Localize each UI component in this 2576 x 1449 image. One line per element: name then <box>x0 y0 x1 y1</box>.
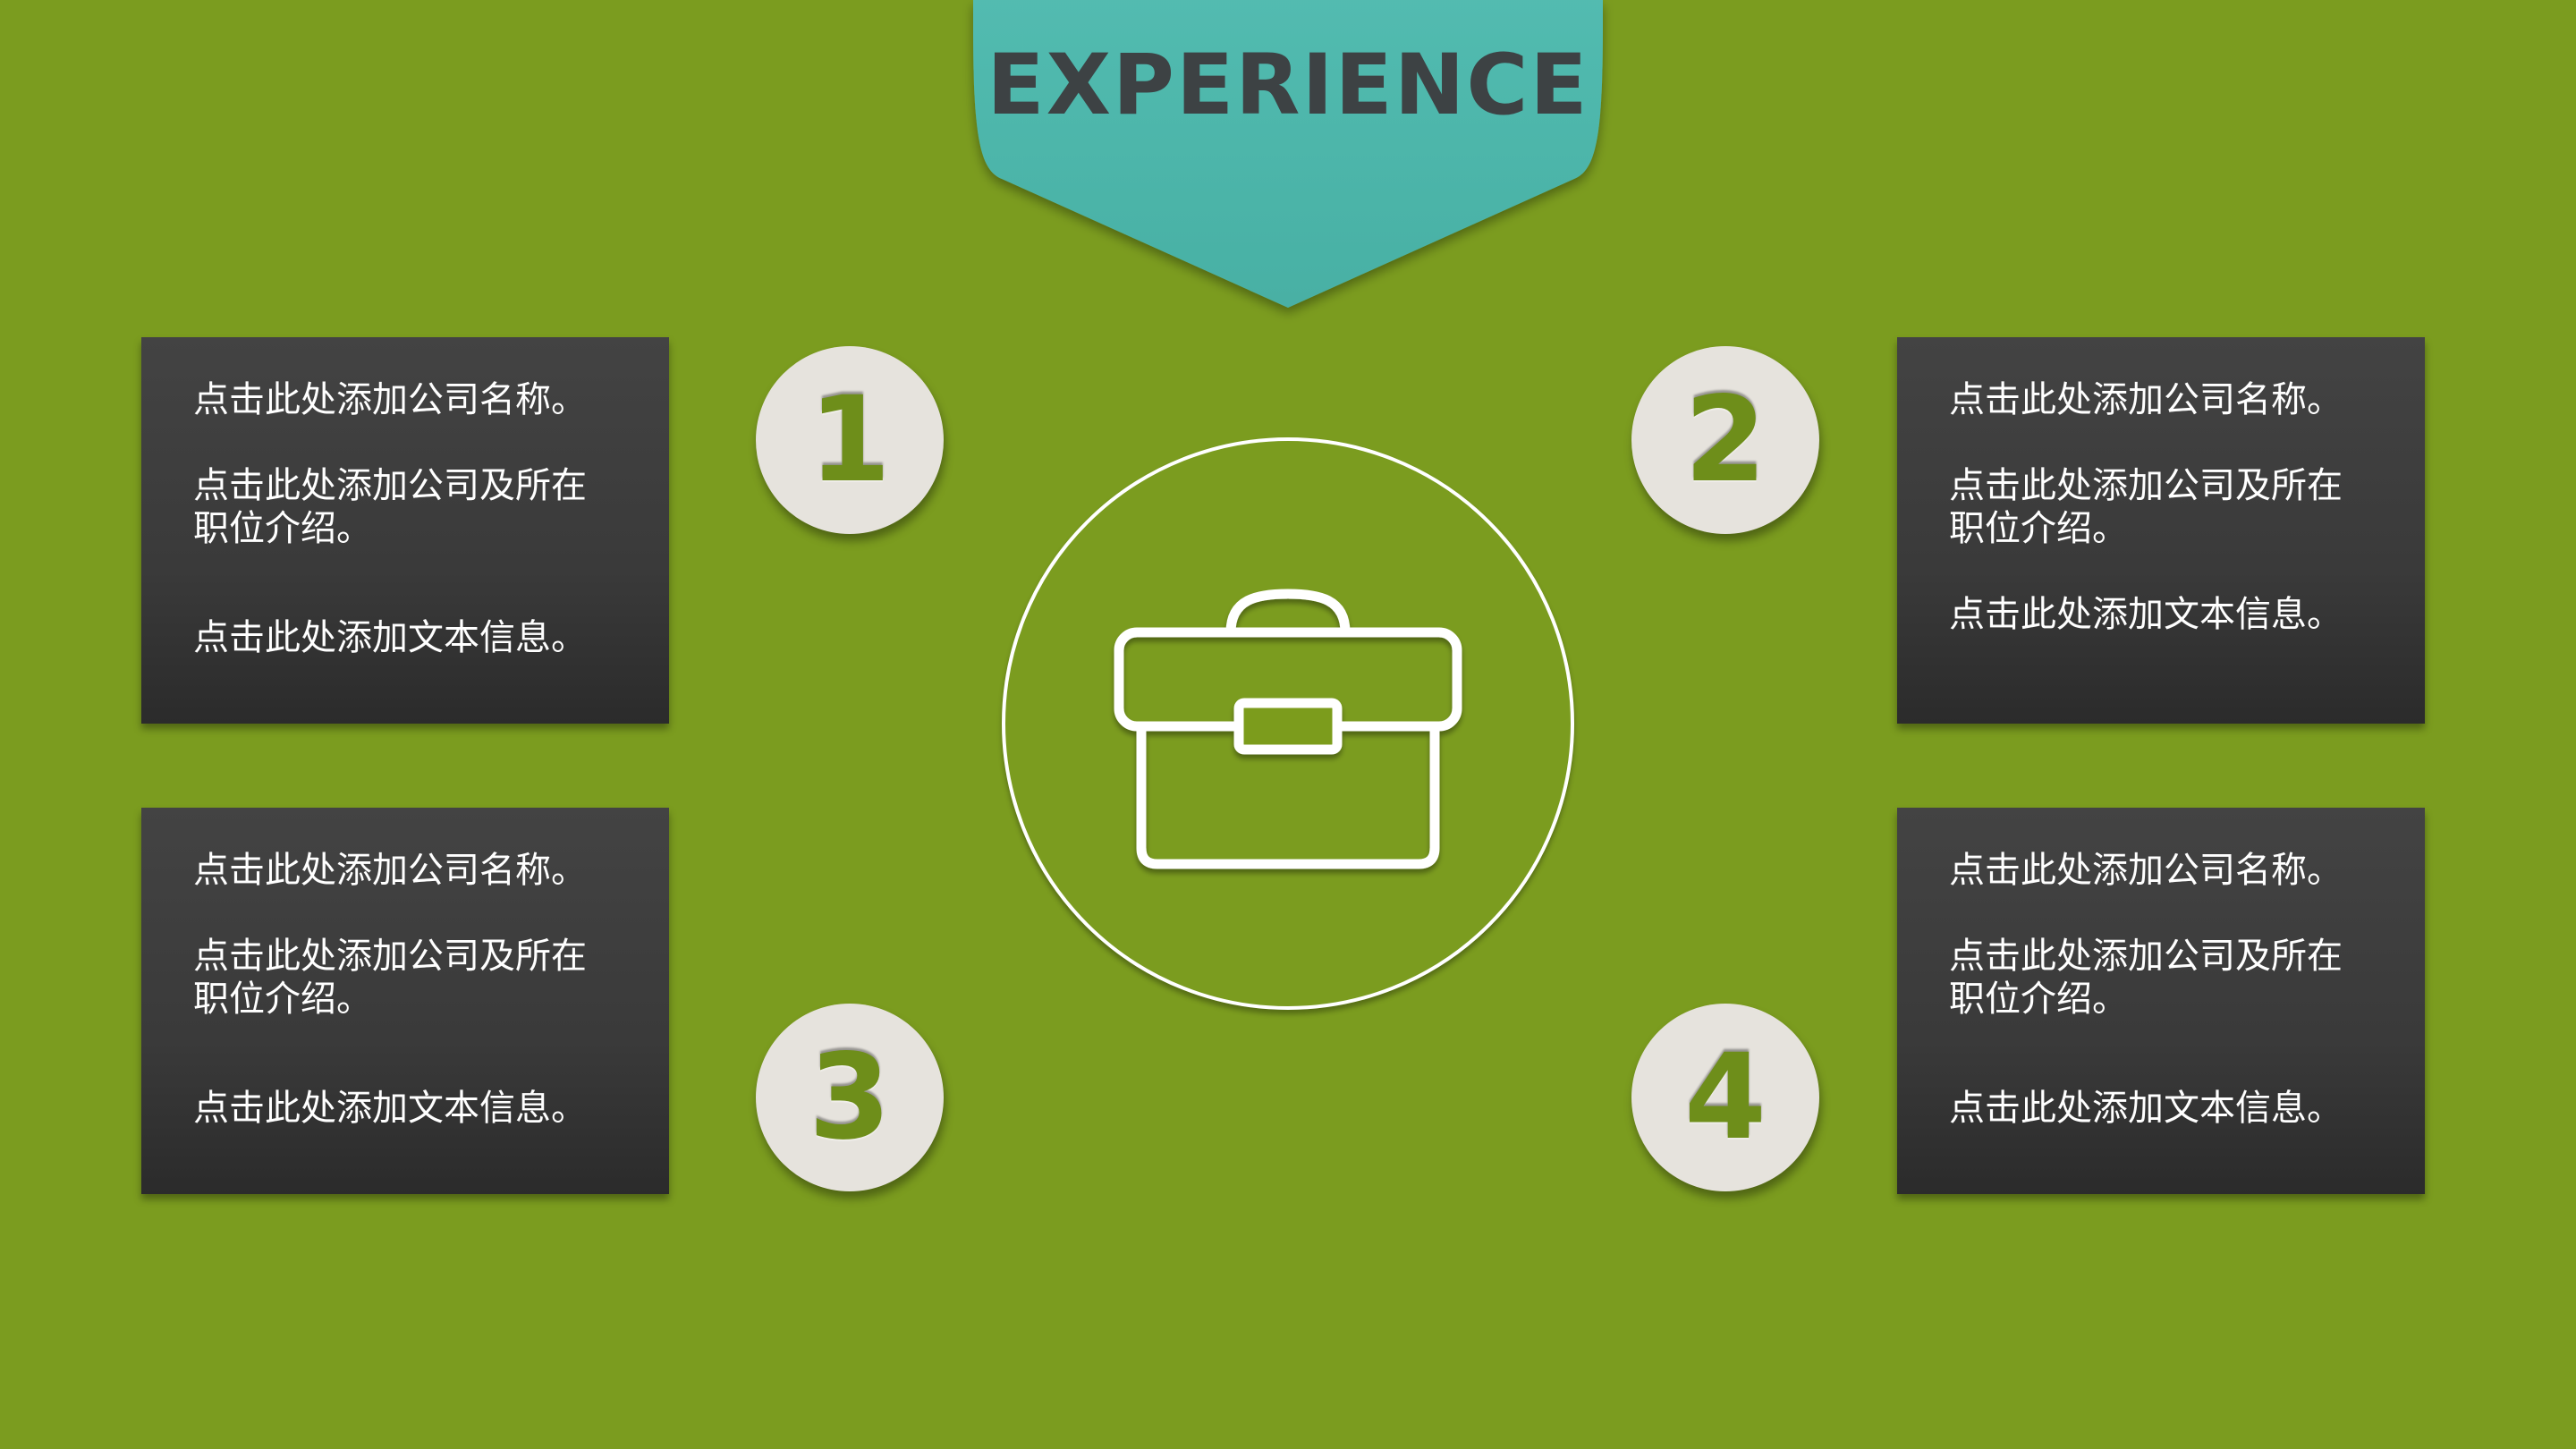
info-text[interactable]: 点击此处添加文本信息。 <box>1949 1088 2343 1129</box>
company-name-text[interactable]: 点击此处添加公司名称。 <box>193 379 587 420</box>
position-intro-text[interactable]: 点击此处添加公司及所在职位介绍。 <box>1949 465 2343 549</box>
number-badge-1: 1 <box>756 346 944 534</box>
briefcase-icon <box>1114 589 1462 869</box>
experience-card-1[interactable]: 点击此处添加公司名称。 点击此处添加公司及所在职位介绍。 点击此处添加文本信息。 <box>141 337 669 724</box>
company-name-text[interactable]: 点击此处添加公司名称。 <box>1949 379 2343 420</box>
page-title: EXPERIENCE <box>987 37 1589 134</box>
company-name-text[interactable]: 点击此处添加公司名称。 <box>193 850 587 891</box>
header-banner <box>973 0 1603 308</box>
number-badge-4: 4 <box>1631 1004 1819 1191</box>
company-name-text[interactable]: 点击此处添加公司名称。 <box>1949 850 2343 891</box>
position-intro-text[interactable]: 点击此处添加公司及所在职位介绍。 <box>193 465 587 549</box>
info-text[interactable]: 点击此处添加文本信息。 <box>1949 594 2343 635</box>
info-text[interactable]: 点击此处添加文本信息。 <box>193 617 587 658</box>
number-badge-2: 2 <box>1631 346 1819 534</box>
info-text[interactable]: 点击此处添加文本信息。 <box>193 1088 587 1129</box>
center-circle <box>1002 437 1574 1010</box>
number-badge-3: 3 <box>756 1004 944 1191</box>
experience-card-2[interactable]: 点击此处添加公司名称。 点击此处添加公司及所在职位介绍。 点击此处添加文本信息。 <box>1897 337 2425 724</box>
position-intro-text[interactable]: 点击此处添加公司及所在职位介绍。 <box>1949 936 2343 1020</box>
experience-card-3[interactable]: 点击此处添加公司名称。 点击此处添加公司及所在职位介绍。 点击此处添加文本信息。 <box>141 808 669 1194</box>
position-intro-text[interactable]: 点击此处添加公司及所在职位介绍。 <box>193 936 587 1020</box>
experience-card-4[interactable]: 点击此处添加公司名称。 点击此处添加公司及所在职位介绍。 点击此处添加文本信息。 <box>1897 808 2425 1194</box>
